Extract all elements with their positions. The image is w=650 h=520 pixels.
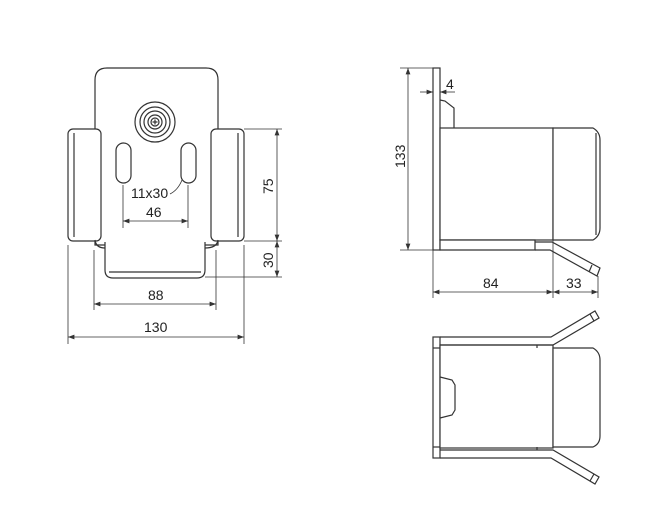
dim-slot-spacing: 46 bbox=[146, 204, 162, 220]
dim-extension: 33 bbox=[566, 275, 582, 291]
bottom-tray bbox=[104, 242, 206, 279]
left-wing bbox=[67, 128, 102, 242]
dim-wing-height: 75 bbox=[260, 178, 276, 194]
top-body bbox=[439, 344, 554, 449]
dim-inner-width: 88 bbox=[148, 287, 164, 303]
screw-icon bbox=[134, 101, 176, 143]
side-view: 133 4 84 33 bbox=[392, 67, 601, 298]
top-plate bbox=[432, 336, 441, 459]
right-slot bbox=[180, 142, 197, 184]
side-body bbox=[439, 127, 554, 241]
back-plate bbox=[94, 67, 219, 246]
dim-total-height: 133 bbox=[392, 144, 408, 168]
left-slot bbox=[115, 142, 132, 184]
side-plate bbox=[432, 67, 441, 251]
right-wing bbox=[210, 128, 245, 242]
front-view: 11x30 46 88 130 75 30 bbox=[67, 67, 282, 344]
dim-outer-width: 130 bbox=[144, 319, 168, 335]
slot-size-label: 11x30 bbox=[131, 185, 168, 201]
dim-plate-thickness: 4 bbox=[446, 76, 454, 92]
dim-depth: 84 bbox=[483, 275, 499, 291]
top-view bbox=[432, 310, 601, 485]
dim-tray-height: 30 bbox=[260, 252, 276, 268]
